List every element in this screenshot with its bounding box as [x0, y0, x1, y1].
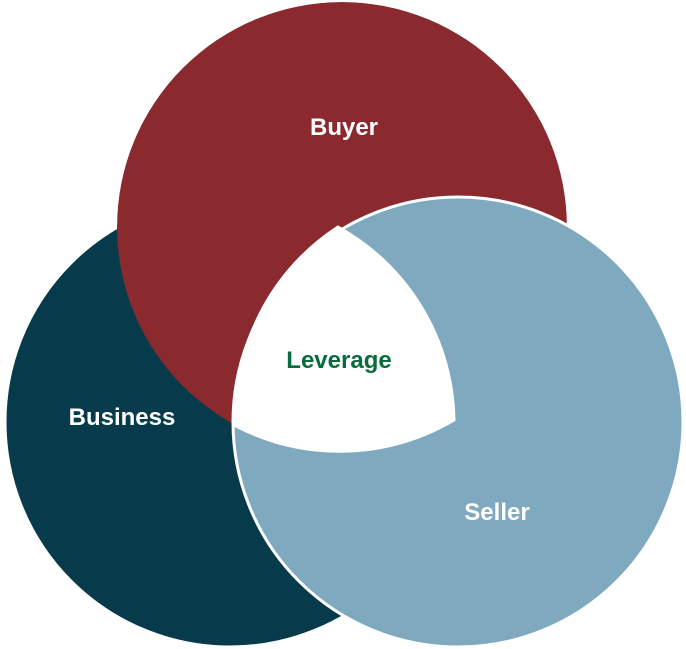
business-label: Business: [69, 404, 176, 431]
leverage-label: Leverage: [286, 347, 391, 374]
buyer-label: Buyer: [310, 114, 378, 141]
leverage-region: [234, 225, 456, 453]
seller-label: Seller: [464, 499, 529, 526]
